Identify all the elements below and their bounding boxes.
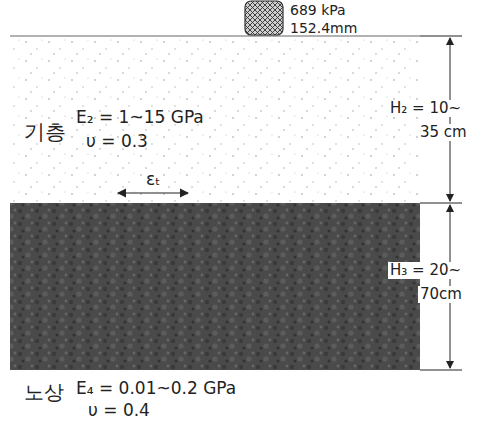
subgrade-layer: 노상E₄ = 0.01~0.2 GPaυ = 0.4 [10,203,420,370]
dimension-label: H₂ = 10~ [388,100,463,117]
dimension-label: 35 cm [418,124,469,141]
poisson-text: υ = 0.4 [88,401,150,421]
layer-name: 기층 [24,120,66,144]
modulus-text: E₂ = 1~15 GPa [76,108,204,128]
strain-label: εₜ [144,170,162,190]
pressure-label: 689 kPa [290,2,346,18]
dimension-label: H₃ = 20~ [388,262,463,279]
modulus-text: E₄ = 0.01~0.2 GPa [76,379,236,399]
base-layer: 기층 E₂ = 1~15 GPa υ = 0.3 [10,36,420,203]
dimension-label: 70cm [418,286,464,303]
tire-width-label: 152.4mm [290,20,357,36]
layer-name: 노상 [24,381,64,404]
poisson-text: υ = 0.3 [86,132,148,152]
